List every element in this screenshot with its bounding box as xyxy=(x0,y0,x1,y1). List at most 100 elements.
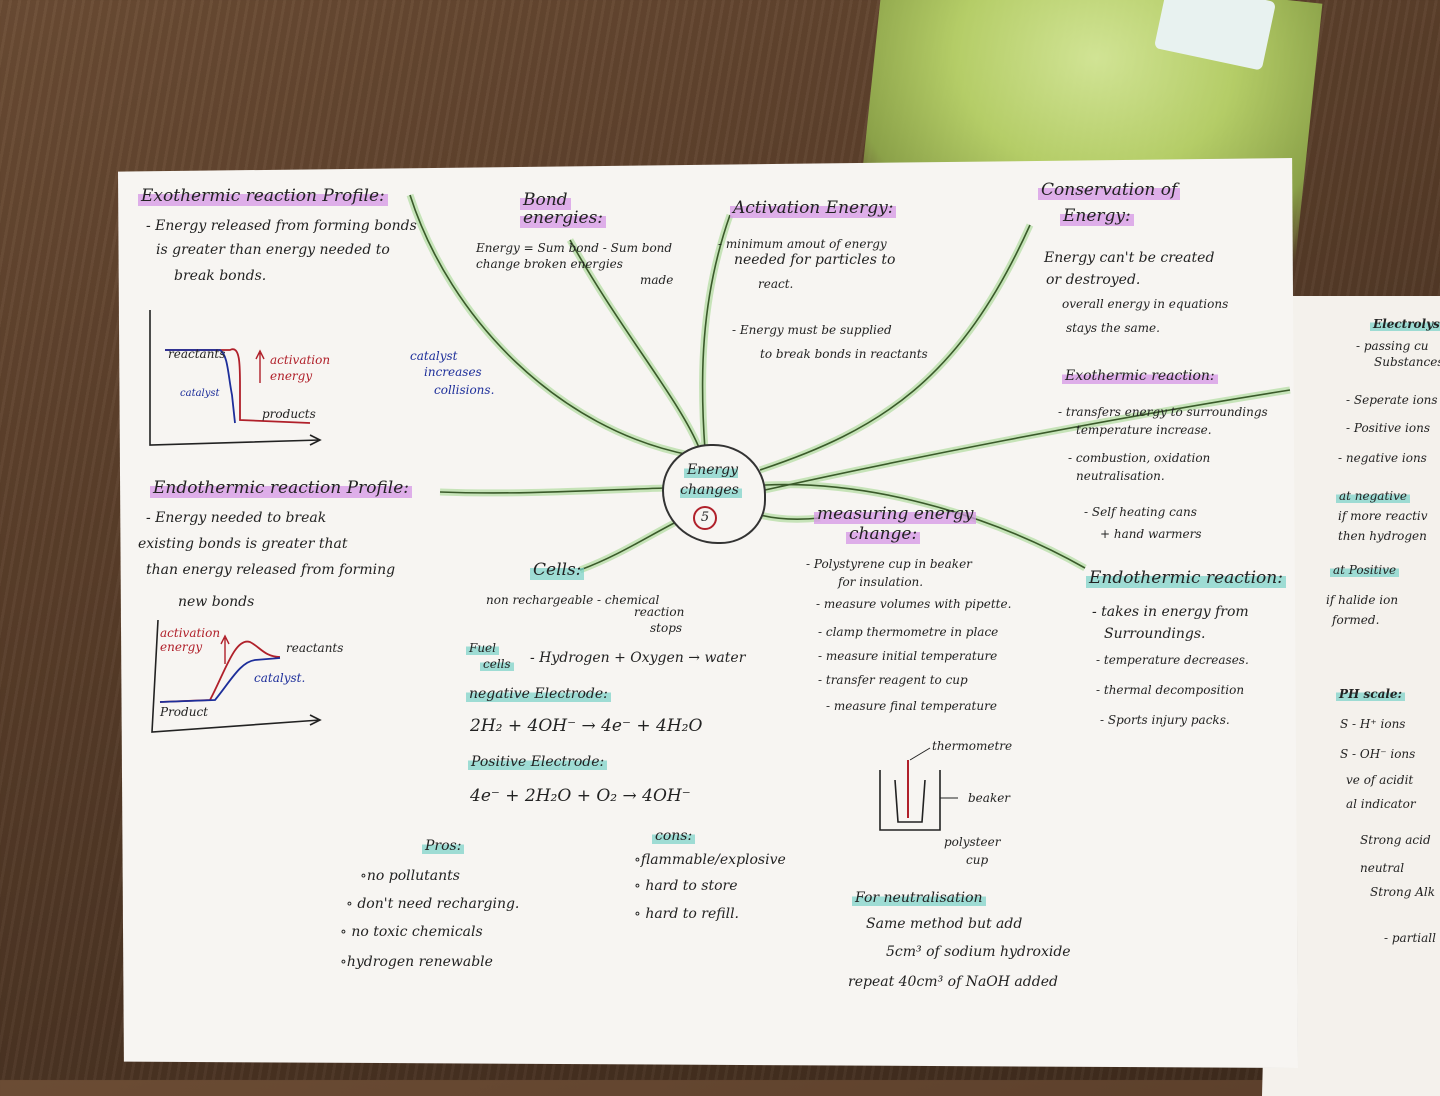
exo-reaction-line-2: temperature increase. xyxy=(1076,423,1212,437)
neutralisation-line-1: Same method but add xyxy=(866,916,1023,932)
pros-item-2: ∘ don't need recharging. xyxy=(346,896,520,912)
exo-reaction-line-5: - Self heating cans xyxy=(1084,505,1197,519)
side-line-18: neutral xyxy=(1360,861,1405,875)
neutralisation-line-3: repeat 40cm³ of NaOH added xyxy=(848,974,1058,990)
fuel-cells-label-2: cells xyxy=(480,656,514,672)
endo-label-catalyst: catalyst. xyxy=(254,671,306,685)
measuring-title-1: measuring energy xyxy=(814,504,977,524)
cons-item-1: ∘flammable/explosive xyxy=(634,852,786,868)
calorimeter-diagram xyxy=(879,747,958,831)
exo-label-catalyst: catalyst xyxy=(180,388,220,399)
exo-label-activation: activation energy xyxy=(270,353,331,383)
side-line-4: - Positive ions xyxy=(1346,421,1430,435)
activation-title: Activation Energy: xyxy=(730,198,897,218)
endo-label-activation: activation energy xyxy=(160,626,221,654)
conservation-line-1: Energy can't be created xyxy=(1044,250,1215,266)
exo-reaction-line-1: - transfers energy to surroundings xyxy=(1058,405,1268,419)
bond-formula-line-2: change broken energies xyxy=(476,257,623,271)
label-cup-2: cup xyxy=(966,853,989,867)
side-title: Electrolysis xyxy=(1370,316,1440,332)
exo-profile-title: Exothermic reaction Profile: xyxy=(138,186,388,206)
measuring-line-3: - measure volumes with pipette. xyxy=(816,597,1012,611)
bond-formula-line-1: Energy = Sum bond - Sum bond xyxy=(476,241,673,255)
pros-item-3: ∘ no toxic chemicals xyxy=(340,924,483,940)
neutralisation-line-2: 5cm³ of sodium hydroxide xyxy=(886,944,1071,960)
endo-reaction-line-1: - takes in energy from xyxy=(1092,604,1249,620)
cells-line-3: stops xyxy=(650,621,683,635)
topic-number-badge: 5 xyxy=(693,506,717,530)
side-line-14: S - OH⁻ ions xyxy=(1340,747,1416,761)
neutralisation-title: For neutralisation xyxy=(852,888,986,908)
measuring-line-4: - clamp thermometre in place xyxy=(818,625,999,639)
side-line-16: al indicator xyxy=(1346,797,1416,811)
catalyst-note-1: catalyst xyxy=(410,349,458,363)
pros-item-1: ∘no pollutants xyxy=(360,868,460,884)
measuring-line-7: - measure final temperature xyxy=(826,699,997,713)
exo-reaction-line-3: - combustion, oxidation xyxy=(1068,451,1211,465)
endo-label-product: Product xyxy=(160,705,208,719)
label-beaker: beaker xyxy=(968,791,1011,805)
cons-item-2: ∘ hard to store xyxy=(634,878,738,894)
cells-line-1: non rechargeable - chemical xyxy=(486,593,660,607)
fuel-cells-label-1: Fuel xyxy=(466,640,499,656)
measuring-line-1: - Polystyrene cup in beaker xyxy=(806,557,972,571)
negative-electrode-title: negative Electrode: xyxy=(466,684,611,704)
side-line-1: - passing cu xyxy=(1356,339,1429,353)
measuring-line-2: for insulation. xyxy=(838,575,924,589)
activation-line-2: needed for particles to xyxy=(734,252,896,268)
catalyst-note-3: collisions. xyxy=(434,383,495,397)
side-line-10: if halide ion xyxy=(1326,593,1399,607)
endo-reaction-line-4: - thermal decomposition xyxy=(1096,683,1245,697)
activation-line-5: to break bonds in reactants xyxy=(760,347,928,361)
endo-label-reactants: reactants xyxy=(286,641,344,655)
side-line-5: - negative ions xyxy=(1338,451,1427,465)
endo-profile-line-1: - Energy needed to break xyxy=(146,510,327,526)
exo-profile-line-1: - Energy released from forming bonds xyxy=(146,218,417,234)
measuring-title-2: change: xyxy=(846,524,921,544)
side-line-19: Strong Alk xyxy=(1370,885,1436,899)
conservation-title-2: Energy: xyxy=(1060,206,1134,226)
side-line-6: at negative xyxy=(1336,488,1410,504)
exo-profile-graph xyxy=(149,310,322,446)
conservation-line-4: stays the same. xyxy=(1066,321,1160,335)
exo-reaction-line-4: neutralisation. xyxy=(1076,469,1165,483)
side-line-7: if more reactiv xyxy=(1338,509,1428,523)
side-line-15: ve of acidit xyxy=(1346,773,1414,787)
side-line-11: formed. xyxy=(1332,613,1380,627)
side-line-20: - partiall xyxy=(1384,931,1436,945)
endo-reaction-line-2: Surroundings. xyxy=(1104,626,1206,642)
endo-profile-line-4: new bonds xyxy=(178,594,255,610)
measuring-line-5: - measure initial temperature xyxy=(818,649,998,663)
endo-profile-title: Endothermic reaction Profile: xyxy=(150,478,412,498)
cells-title: Cells: xyxy=(530,560,585,580)
side-line-8: then hydrogen xyxy=(1338,529,1427,543)
endo-reaction-line-3: - temperature decreases. xyxy=(1096,653,1249,667)
exo-profile-line-3: break bonds. xyxy=(174,268,267,284)
pros-item-4: ∘hydrogen renewable xyxy=(340,954,493,970)
cons-item-3: ∘ hard to refill. xyxy=(634,906,740,922)
conservation-line-3: overall energy in equations xyxy=(1062,297,1229,311)
endo-profile-line-2: existing bonds is greater that xyxy=(138,536,348,552)
side-line-12: PH scale: xyxy=(1336,686,1405,702)
bond-energies-title-2: energies: xyxy=(520,208,607,228)
fuel-cells-equation: - Hydrogen + Oxygen → water xyxy=(530,650,746,666)
activation-line-1: - minimum amout of energy xyxy=(718,237,887,251)
bond-formula-line-3: made xyxy=(640,273,674,287)
activation-line-3: react. xyxy=(758,277,794,291)
measuring-line-6: - transfer reagent to cup xyxy=(818,673,968,687)
exo-label-products: products xyxy=(262,407,316,421)
endo-reaction-line-5: - Sports injury packs. xyxy=(1100,713,1230,727)
exo-reaction-title: Exothermic reaction: xyxy=(1062,366,1218,386)
conservation-title-1: Conservation of xyxy=(1038,180,1181,200)
conservation-line-2: or destroyed. xyxy=(1046,272,1141,288)
central-topic-title: Energy changes xyxy=(675,460,747,500)
positive-electrode-equation: 4e⁻ + 2H₂O + O₂ → 4OH⁻ xyxy=(470,786,691,806)
exo-profile-line-2: is greater than energy needed to xyxy=(156,242,390,258)
side-line-9: at Positive xyxy=(1330,562,1400,578)
bond-energies-title-1: Bond xyxy=(520,190,571,210)
endo-profile-line-3: than energy released from forming xyxy=(146,562,396,578)
positive-electrode-title: Positive Electrode: xyxy=(468,752,608,772)
endo-profile-graph xyxy=(151,619,322,733)
side-line-13: S - H⁺ ions xyxy=(1340,717,1406,731)
pros-title: Pros: xyxy=(422,836,465,856)
